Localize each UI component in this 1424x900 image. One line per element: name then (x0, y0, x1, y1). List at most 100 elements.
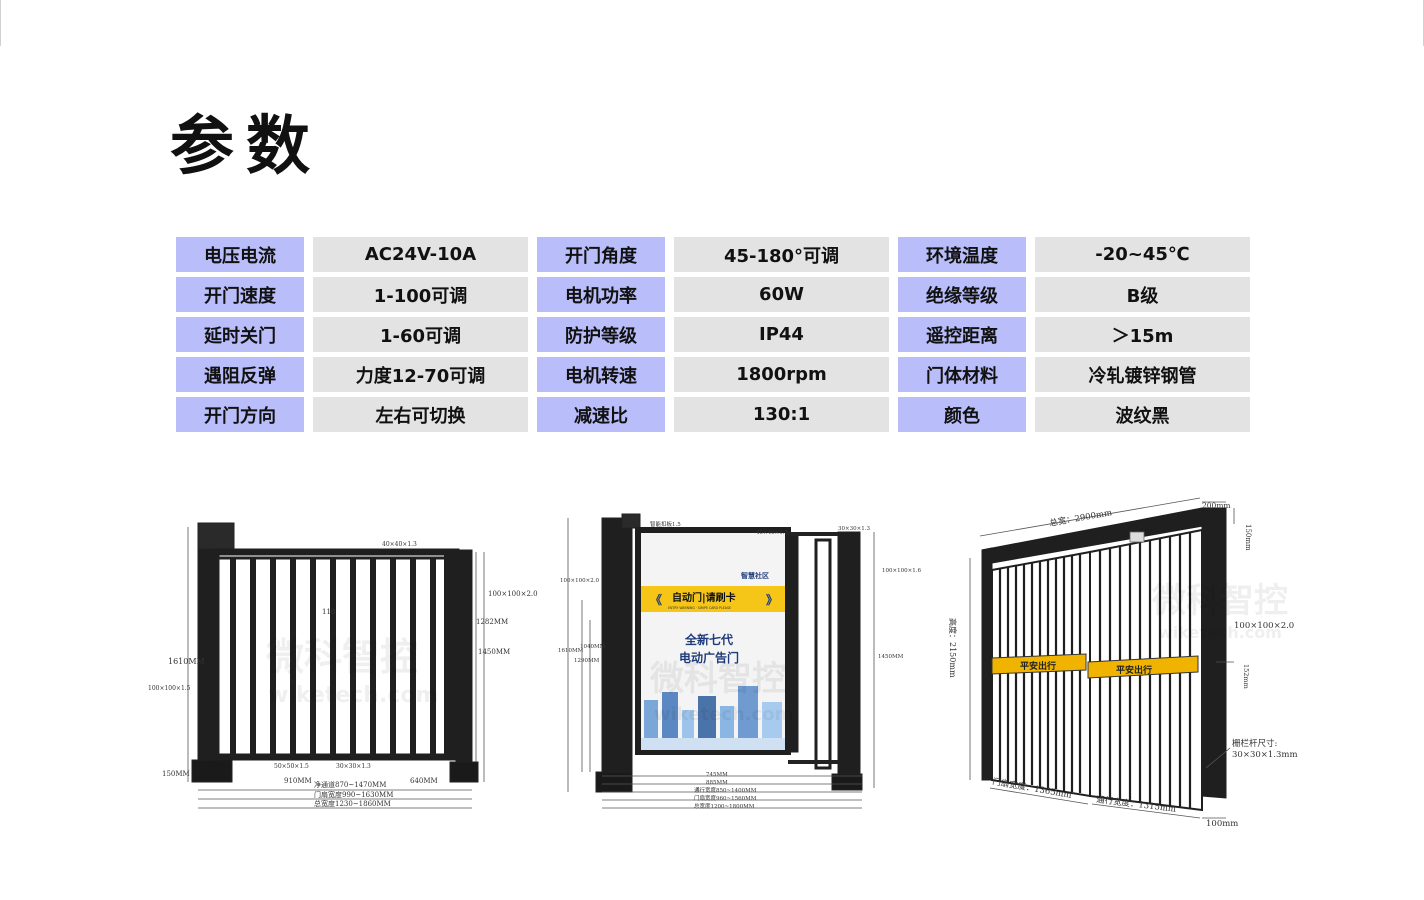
sign-text-right: 平安出行 (1116, 664, 1152, 676)
gate-leaf-right (1089, 528, 1203, 812)
watermark-url: wiketech.com (654, 704, 793, 725)
banner-arrows-left: 《 (650, 592, 662, 607)
spec-label: 遥控距离 (898, 317, 1026, 352)
panel-banner (641, 586, 785, 612)
panel-headline-2: 电动广告门 (679, 650, 739, 665)
dim-label: 门扇宽度960~1560MM (694, 794, 757, 802)
spec-value: 波纹黑 (1035, 397, 1250, 432)
sign-text-left: 平安出行 (1020, 660, 1056, 672)
frame-edge-left (0, 0, 1, 46)
gate-diagram-basic: 1610MM 100×100×2.0 118 1282MM 1450MM 100… (126, 492, 538, 820)
spec-label: 门体材料 (898, 357, 1026, 392)
dim-label: 100×100×2.0 (488, 590, 538, 598)
dim-label: 总宽：2900mm (1049, 507, 1113, 529)
gate-bars (230, 552, 456, 757)
dim-label: 640MM (410, 777, 438, 785)
dim-label: 152mm (1242, 664, 1250, 689)
gate-drawing-advertising: 《 》 自动门|请刷卡 ENTRY WARNING · SWIPE CARD P… (558, 513, 921, 810)
spec-value: 130:1 (674, 397, 889, 432)
dim-label: 1610MM (558, 648, 584, 654)
spec-value: 60W (674, 277, 889, 312)
dim-label: 40×40×1.3 (756, 530, 788, 536)
dim-label: 885MM (706, 780, 728, 786)
watermark-url: wiketech.com (1158, 623, 1282, 642)
spec-label: 减速比 (537, 397, 665, 432)
spec-label: 电机功率 (537, 277, 665, 312)
right-base (449, 761, 479, 783)
banner-arrows-right: 》 (766, 592, 778, 607)
spec-table: 电压电流 AC24V-10A 开门角度 45-180°可调 环境温度 -20~4… (176, 237, 1250, 432)
spec-label: 环境温度 (898, 237, 1026, 272)
dim-label: 总宽度1230~1860MM (314, 799, 391, 808)
spec-value: 45-180°可调 (674, 237, 889, 272)
spec-label: 开门方向 (176, 397, 304, 432)
spec-label: 开门速度 (176, 277, 304, 312)
sign-left (991, 653, 1087, 675)
dim-label: 745MM (706, 772, 728, 778)
gate-drawing-double: 平安出行 平安出行 总宽：2900mm 200mm 150mm 高度：2150m… (948, 497, 1298, 829)
motor-box (621, 513, 641, 529)
spec-value: 力度12-70可调 (313, 357, 528, 392)
dim-label: 净通道870~1470MM (314, 780, 386, 789)
spec-label: 颜色 (898, 397, 1026, 432)
dim-label: 30×30×1.3 (838, 526, 870, 532)
dim-label: 50×50×1.5 (274, 763, 309, 770)
spec-value: 1800rpm (674, 357, 889, 392)
dim-label: 高度：2150mm (948, 618, 958, 678)
watermark-url: wiketech.com (268, 683, 438, 708)
right-base (831, 773, 863, 791)
panel-brand: 智慧社区 (741, 571, 769, 580)
dim-label: 通行宽度：1315mm (1096, 794, 1177, 815)
gate-drawing-basic: 1610MM 100×100×2.0 118 1282MM 1450MM 100… (148, 522, 538, 809)
dim-label: 150MM (162, 770, 190, 778)
spec-label: 电机转速 (537, 357, 665, 392)
left-post (981, 547, 993, 781)
watermark: 微科智控 (649, 659, 786, 699)
spec-value: B级 (1035, 277, 1250, 312)
spec-value: ＞15m (1035, 317, 1250, 352)
spec-label: 开门角度 (537, 237, 665, 272)
dim-label: 智能扣板1.5 (650, 520, 681, 528)
dim-label: 100×100×2.0 (1234, 621, 1294, 631)
left-post (601, 517, 633, 789)
spec-label: 延时关门 (176, 317, 304, 352)
gate-diagram-advertising: 《 》 自动门|请刷卡 ENTRY WARNING · SWIPE CARD P… (540, 500, 930, 822)
dim-label: 100×100×2.0 (560, 578, 599, 584)
watermark: 微科智控 (265, 635, 418, 679)
spec-label: 防护等级 (537, 317, 665, 352)
spec-value: IP44 (674, 317, 889, 352)
dim-label: 100mm (1206, 819, 1238, 829)
dim-label: 118 (322, 608, 335, 616)
panel-banner-text: 自动门|请刷卡 (672, 591, 736, 604)
dim-label: 栅栏杆尺寸: (1232, 738, 1277, 749)
dim-label: 200mm (1202, 501, 1231, 510)
spec-value: 冷轧镀锌钢管 (1035, 357, 1250, 392)
dim-label: 1610MM (168, 657, 205, 666)
sign-right (1087, 655, 1199, 679)
dim-label: 30×30×1.3mm (1232, 750, 1298, 760)
page-title: 参数 (170, 110, 322, 184)
spec-label: 电压电流 (176, 237, 304, 272)
panel-headline-1: 全新七代 (684, 632, 733, 647)
dim-label: 100×100×1.5 (148, 685, 191, 692)
dim-label: 总宽度1200~1800MM (694, 802, 755, 810)
spec-value: -20~45℃ (1035, 237, 1250, 272)
dim-label: 150mm (1244, 524, 1252, 551)
right-post (837, 531, 861, 789)
spec-value: 1-100可调 (313, 277, 528, 312)
left-base (191, 759, 233, 783)
spec-label: 绝缘等级 (898, 277, 1026, 312)
dim-label: 30×30×1.3 (336, 763, 371, 770)
dim-label: 1450MM (478, 648, 510, 656)
panel-banner-sub: ENTRY WARNING · SWIPE CARD PLEASE (668, 606, 731, 610)
spec-value: 左右可切换 (313, 397, 528, 432)
dim-label: 100×100×1.6 (882, 568, 921, 574)
gate-diagram-double: 平安出行 平安出行 总宽：2900mm 200mm 150mm 高度：2150m… (930, 478, 1400, 834)
watermark: 微科智控 (1151, 581, 1288, 621)
spec-value: AC24V-10A (313, 237, 528, 272)
dim-label: 1450MM (878, 654, 904, 660)
dim-label: 1290MM (574, 658, 600, 664)
dim-label: 910MM (284, 777, 312, 785)
panel-city-illustration (641, 686, 785, 750)
lock-box (1129, 531, 1145, 543)
